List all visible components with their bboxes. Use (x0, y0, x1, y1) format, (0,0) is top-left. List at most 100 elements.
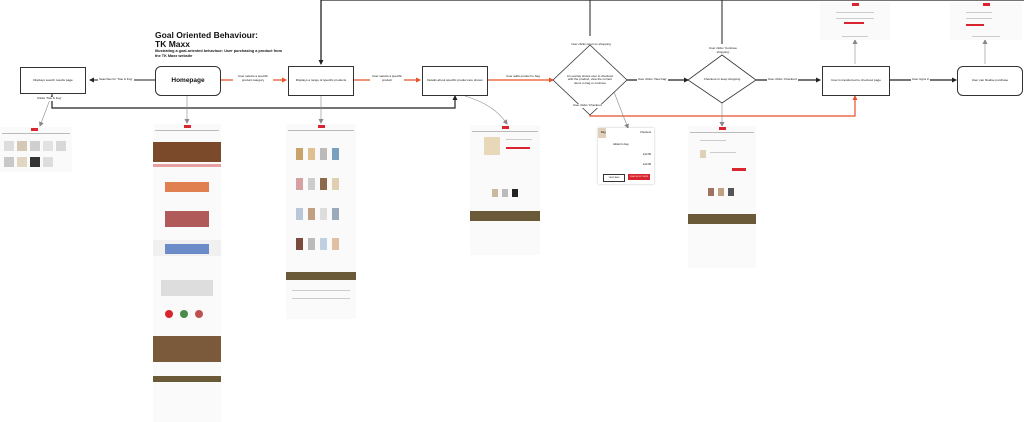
product-tile (43, 157, 53, 167)
related-item (502, 189, 508, 197)
thumbnail-search-results (0, 127, 72, 172)
product-tile (320, 148, 327, 160)
tkmaxx-logo (982, 3, 990, 6)
product-tile (308, 208, 315, 220)
product-tile (296, 238, 303, 250)
product-tile (308, 238, 315, 250)
bag-item-image (700, 150, 706, 158)
tkmaxx-logo (183, 125, 191, 128)
pointer-details-thumb (464, 95, 508, 125)
thumbnail-product-details (470, 125, 540, 255)
footer-links (292, 298, 350, 299)
product-tile (296, 178, 303, 190)
nav-bar (288, 130, 354, 131)
label-clicks-tote: Clicks 'Tote & Fog' (36, 96, 63, 101)
tkmaxx-logo (317, 125, 325, 128)
product-tile (332, 178, 339, 190)
product-tile (320, 178, 327, 190)
related-item (492, 189, 498, 197)
place-order-button (966, 24, 984, 26)
node-checkout-page[interactable]: User is transferred to checkout page (822, 66, 890, 96)
overlay-tab-checkout: Checkout (640, 131, 651, 134)
product-tile (308, 178, 315, 190)
product-tile (332, 148, 339, 160)
label-search-tote: Searches for 'Tote & Fog' (98, 77, 134, 82)
view-bag-button[interactable]: VIEW BAG (603, 174, 625, 182)
bag-heading (700, 140, 726, 141)
footer-band (470, 211, 540, 221)
label-view-bag: User clicks 'View bag' (637, 77, 668, 82)
product-tile (17, 141, 27, 151)
label-sign-in: User signs in (911, 77, 931, 82)
footer-links (292, 290, 350, 291)
edge-search-loop (51, 94, 458, 109)
product-image (484, 137, 500, 155)
tkmaxx-logo (501, 126, 509, 129)
footer-band (688, 214, 756, 224)
node-range-products[interactable]: Displays a range of specific products (288, 66, 354, 96)
node-finalise-purchase[interactable]: User can finalise purchase (957, 66, 1023, 96)
product-tile (332, 238, 339, 250)
related-item (708, 188, 714, 196)
checkout-now-button[interactable]: CHECKOUT NOW (628, 174, 650, 180)
node-overlay-decision[interactable]: An overlay shows user to checkout with t… (566, 73, 614, 85)
product-tile (56, 141, 66, 151)
overlay-product-image (598, 128, 606, 138)
label-select-product: User selects a specific product (370, 74, 404, 82)
feature-block (165, 244, 209, 254)
product-tile (320, 238, 327, 250)
node-product-details[interactable]: Details about specific product are shown (422, 66, 488, 96)
footer-band (153, 376, 221, 382)
bag-item-info (710, 152, 736, 153)
tkmaxx-logo (851, 3, 859, 6)
add-to-bag-button (506, 147, 530, 149)
product-tile (332, 208, 339, 220)
added-to-bag-overlay: Bag Checkout Added to bag £12.99 £12.99 … (598, 128, 654, 184)
label-continue-shopping: User clicks 'Continue shopping' (709, 46, 737, 54)
payment-icons (972, 36, 1000, 37)
node-homepage[interactable]: Homepage (155, 66, 221, 96)
checkout-form (836, 18, 874, 19)
diagram-title: Goal Oriented Behaviour: TK Maxx (155, 30, 258, 49)
related-item (718, 188, 724, 196)
pointer-overlay-thumb (613, 91, 629, 129)
product-tile (4, 157, 14, 167)
round-badge (165, 310, 173, 318)
tkmaxx-logo (718, 127, 726, 130)
hero-banner (153, 142, 221, 162)
decision-continue-shape (687, 54, 757, 104)
payment-icons (842, 36, 868, 37)
product-tile (43, 141, 53, 151)
overlay-total: £12.99 (643, 163, 651, 166)
product-tile (308, 148, 315, 160)
thumbnail-checkout-page (820, 2, 890, 40)
product-tile (17, 157, 27, 167)
label-add-to-bag: User adds product to bag (505, 74, 541, 79)
thumbnail-range-products (286, 124, 356, 319)
overlay-item-title: Added to bag (613, 143, 629, 146)
nav-bar (472, 131, 538, 132)
thumbnail-finalise-purchase (950, 2, 1022, 40)
checkout-form (836, 12, 874, 13)
thumbnail-shopping-bag (688, 126, 756, 268)
promo-banner (153, 336, 221, 362)
product-tile (4, 141, 14, 151)
node-search-results[interactable]: Displays search results page (20, 67, 86, 94)
product-tile (320, 208, 327, 220)
label-return-shopping: User clicks return to shopping (571, 42, 611, 46)
diagram-subtitle: Illustrating a goal-oriented behaviour: … (155, 49, 283, 58)
product-tile (296, 148, 303, 160)
label-checkout-2: User clicks 'Checkout' (767, 77, 799, 82)
product-tile (296, 208, 303, 220)
promo-strip (153, 164, 221, 167)
checkout-continue-button (844, 22, 864, 24)
nav-bar (155, 130, 219, 131)
overlay-price: £12.99 (643, 153, 651, 156)
order-summary (966, 18, 992, 19)
round-badge (180, 310, 188, 318)
category-row (165, 182, 209, 192)
node-continue-shopping[interactable]: Checkout or keep shopping (703, 77, 741, 82)
feature-block (161, 280, 213, 296)
related-item (512, 189, 518, 197)
product-tile (30, 157, 40, 167)
